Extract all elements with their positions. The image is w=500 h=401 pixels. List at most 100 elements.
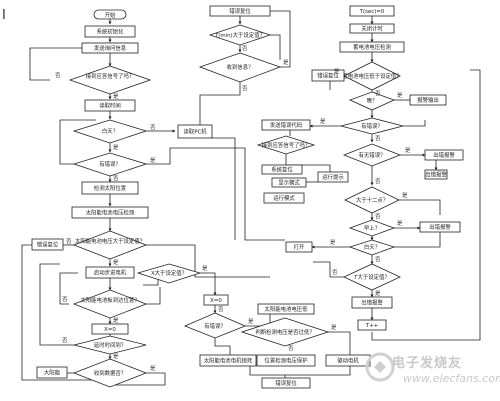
- svg-text:检测太阳位置: 检测太阳位置: [94, 184, 127, 192]
- svg-text:X=0: X=0: [210, 298, 222, 304]
- sys-init-box: 系统初始化: [84, 25, 136, 38]
- svg-text:开始: 开始: [105, 11, 116, 19]
- svg-text:启动步进电机: 启动步进电机: [94, 269, 127, 277]
- morning-decision: 早上？: [348, 219, 396, 237]
- corner-mark: I: [2, 8, 6, 23]
- start-node: 开始: [93, 9, 127, 20]
- low-voltage-box: 太阳能电池电压低: [257, 303, 315, 315]
- has-error-decision-3: 有错误？: [340, 117, 404, 135]
- svg-text:是: 是: [113, 259, 119, 266]
- start-motor-box: 启动步进电机: [85, 266, 135, 279]
- svg-text:T(sec)=0: T(sec)=0: [359, 9, 385, 15]
- panel-position-decision: 太阳能电池板到达位置？: [72, 289, 148, 319]
- big-sun-box: 大阳能: [36, 366, 68, 379]
- x-greater-decision: X大于设定值？: [136, 263, 202, 284]
- svg-text:是: 是: [202, 265, 208, 272]
- svg-text:出错报警: 出错报警: [429, 223, 451, 231]
- svg-text:太阳能电池电机锁死: 太阳能电池电机锁死: [204, 357, 253, 365]
- svg-text:收到数据否？: 收到数据否？: [94, 369, 126, 377]
- svg-text:发送询问信息: 发送询问信息: [94, 44, 127, 52]
- svg-text:大于十二点？: 大于十二点？: [356, 196, 388, 204]
- svg-text:是: 是: [113, 317, 119, 324]
- svg-text:X=0: X=0: [104, 327, 116, 333]
- delay-timeout-decision: 延时时间到？: [73, 335, 147, 355]
- battery-low-decision: 蓄电池电压低于设定值？: [342, 61, 402, 91]
- svg-text:是: 是: [402, 192, 408, 199]
- recv-answer-decision-2: 接到应答信号了吗？: [256, 135, 316, 155]
- svg-text:读取时间: 读取时间: [99, 102, 121, 110]
- svg-text:T++: T++: [365, 323, 378, 329]
- svg-text:蓄电池电压检测: 蓄电池电压检测: [353, 43, 391, 51]
- t-increment-box: T++: [357, 319, 387, 331]
- svg-text:否: 否: [375, 90, 381, 97]
- detect-cell-voltage-box: 太阳能电池电压检测: [71, 206, 149, 219]
- display-mode-box: 显示模式: [271, 177, 307, 188]
- svg-text:否: 否: [150, 124, 156, 131]
- svg-text:否: 否: [218, 306, 224, 313]
- svg-text:太阳能电池电压检测: 太阳能电池电压检测: [86, 209, 135, 217]
- svg-text:有错误？: 有错误？: [204, 322, 226, 330]
- error-alarm-box-1: 出错报警: [424, 149, 464, 161]
- read-pc-box: 读取PC机: [177, 124, 213, 139]
- svg-text:系统复位: 系统复位: [271, 166, 293, 174]
- svg-text:接到应答信号了吗？: 接到应答信号了吗？: [86, 72, 135, 80]
- watermark-text: 电子发烧友: [392, 356, 463, 371]
- send-error-code-box: 发送错误代码: [261, 119, 311, 131]
- svg-text:是: 是: [397, 220, 403, 227]
- svg-text:大阳能: 大阳能: [44, 369, 61, 377]
- svg-text:收到信息？: 收到信息？: [227, 63, 254, 71]
- alarm-output-box: 报警输出: [409, 94, 447, 106]
- svg-text:有错误？: 有错误？: [361, 122, 383, 130]
- svg-text:否: 否: [55, 72, 61, 79]
- t-sec-reset-box: T(sec)=0: [349, 5, 395, 17]
- svg-text:错误复位: 错误复位: [275, 379, 297, 387]
- svg-text:是: 是: [113, 93, 119, 100]
- svg-text:白天？: 白天？: [364, 243, 380, 251]
- detect-sun-position-box: 检测太阳位置: [81, 181, 139, 195]
- svg-text:是: 是: [150, 365, 156, 372]
- svg-text:出错报警: 出错报警: [425, 171, 447, 179]
- svg-text:错误复位: 错误复位: [229, 7, 251, 15]
- error-alarm-box-3: 出错报警: [419, 221, 461, 233]
- error-reset-box-bottom: 错误复位: [261, 377, 311, 389]
- error-alarm-box-2: 出错报警: [424, 169, 448, 180]
- svg-text:延时时间到？: 延时时间到？: [94, 341, 126, 349]
- motor-locked-box: 太阳能电池电机锁死: [199, 354, 257, 367]
- svg-text:否: 否: [66, 238, 72, 245]
- svg-text:运行提示: 运行提示: [322, 173, 344, 181]
- svg-text:否: 否: [375, 135, 381, 142]
- svg-text:否: 否: [375, 256, 381, 263]
- svg-text:否: 否: [62, 337, 68, 344]
- svg-text:驱动电机: 驱动电机: [337, 357, 359, 365]
- svg-text:是: 是: [320, 118, 326, 125]
- past-noon-decision: 大于十二点？: [344, 186, 400, 214]
- svg-text:否: 否: [375, 213, 381, 220]
- error-alarm-box-4: 出错报警: [351, 296, 393, 309]
- x-reset-box-2: X=0: [203, 294, 229, 306]
- svg-text:出错报警: 出错报警: [361, 299, 383, 307]
- svg-text:有错误？: 有错误？: [99, 160, 121, 168]
- svg-text:否: 否: [62, 296, 68, 303]
- svg-text:太阳能电池电压低: 太阳能电池电压低: [264, 305, 308, 313]
- svg-text:报警输出: 报警输出: [417, 96, 439, 104]
- has-reset-decision: 有无错误？: [342, 143, 402, 167]
- voltage-too-low-decision: 判断检测电压是否过低？: [240, 317, 330, 347]
- has-error-decision: 有错误？: [72, 152, 148, 177]
- svg-text:是: 是: [150, 157, 156, 164]
- system-reset-box: 系统复位: [261, 164, 303, 175]
- svg-text:错误复位: 错误复位: [37, 241, 59, 249]
- svg-text:系统初始化: 系统初始化: [97, 28, 125, 36]
- svg-text:是: 是: [330, 239, 336, 246]
- svg-text:是: 是: [331, 324, 337, 331]
- svg-text:出错报警: 出错报警: [433, 151, 455, 159]
- watermark-logo-icon: [365, 352, 395, 382]
- error-reset-box-right: 错误复位: [311, 69, 345, 82]
- error-reset-box-left: 错误复位: [31, 238, 64, 251]
- battery-detect-box: 蓄电池电压检测: [339, 41, 405, 53]
- run-mode-box: 运行模式: [263, 192, 305, 204]
- svg-text:太阳能电池电压大于设定值？: 太阳能电池电压大于设定值？: [75, 237, 145, 245]
- open-box: 打开: [285, 241, 313, 253]
- error-reset-box-top: 错误复位: [209, 5, 271, 17]
- recv-answer-decision: 接到应答信号了吗？: [68, 65, 152, 95]
